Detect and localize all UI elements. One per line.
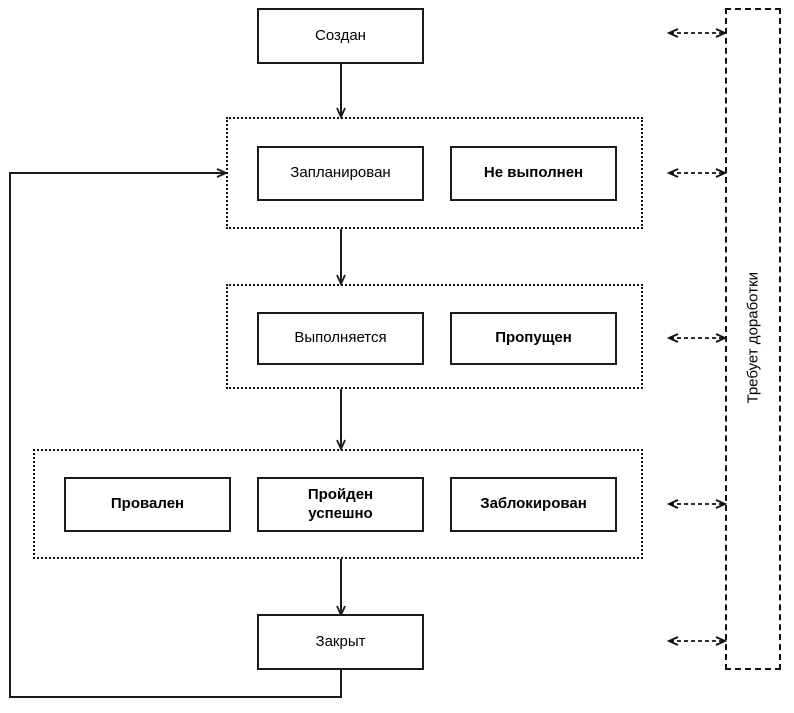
node-closed[interactable]: Закрыт xyxy=(257,614,424,670)
node-blocked[interactable]: Заблокирован xyxy=(450,477,617,532)
node-in-progress[interactable]: Выполняется xyxy=(257,312,424,365)
node-planned-label: Запланирован xyxy=(290,164,391,182)
node-in-progress-label: Выполняется xyxy=(294,329,387,347)
node-skipped-label: Пропущен xyxy=(495,329,572,347)
node-not-executed-label: Не выполнен xyxy=(483,164,584,182)
node-passed-label-line1: Пройден xyxy=(307,485,374,503)
node-blocked-label: Заблокирован xyxy=(480,495,587,513)
node-skipped[interactable]: Пропущен xyxy=(450,312,617,365)
node-not-executed[interactable]: Не выполнен xyxy=(450,146,617,201)
node-planned[interactable]: Запланирован xyxy=(257,146,424,201)
node-passed[interactable]: Пройден успешно xyxy=(257,477,424,532)
node-failed[interactable]: Провален xyxy=(64,477,231,532)
rework-label: Требует доработки xyxy=(744,271,762,404)
node-closed-label: Закрыт xyxy=(315,632,366,650)
node-passed-label-line2: успешно xyxy=(308,504,373,522)
node-created[interactable]: Создан xyxy=(257,8,424,64)
node-created-label: Создан xyxy=(315,26,366,44)
node-failed-label: Провален xyxy=(110,495,185,513)
